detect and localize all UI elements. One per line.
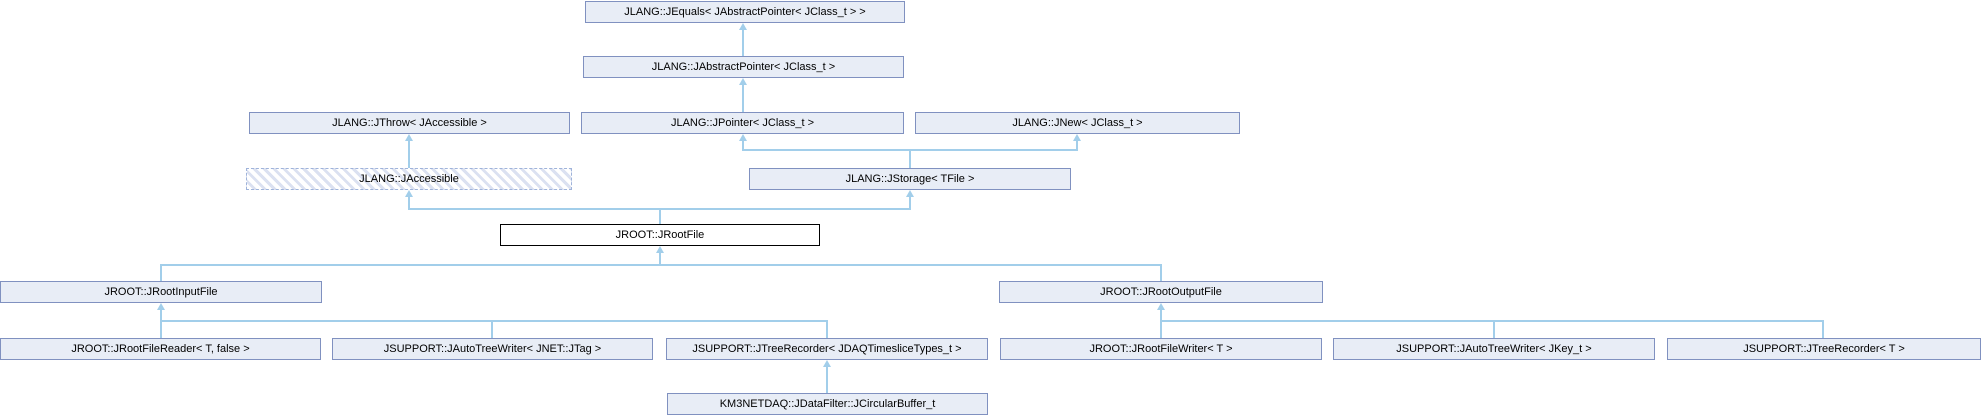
class-node-jstorage[interactable]: JLANG::JStorage< TFile > — [749, 168, 1071, 190]
edge-arrowhead-into-jtreerecorder-jdaq — [823, 360, 831, 367]
edge-arrowhead-into-jaccessible — [405, 190, 413, 197]
edge-arrowhead-into-jrootoutputfile — [1157, 303, 1165, 310]
class-node-jtreerecorder-jdaqtimeslicetypes[interactable]: JSUPPORT::JTreeRecorder< JDAQTimesliceTy… — [666, 338, 988, 360]
edge-arrowhead-into-jnew — [1073, 134, 1081, 141]
edge-jrootoutputfile-drop — [1160, 264, 1162, 281]
edge-jrootfile-to-jaccessible-riser — [408, 195, 410, 208]
edge-jrootfile-to-jstorage-riser — [909, 195, 911, 208]
edge-jautotreewriter-jtag-drop — [491, 320, 493, 338]
class-node-jpointer[interactable]: JLANG::JPointer< JClass_t > — [581, 112, 904, 134]
edge-jrootfilewriter-riser — [1160, 308, 1162, 338]
edge-jaccessible-to-jthrow — [408, 139, 410, 168]
edge-jcircularbuffer-to-jtreerecorder — [826, 365, 828, 393]
edge-arrowhead-into-jthrow — [405, 134, 413, 141]
class-node-jrootinputfile[interactable]: JROOT::JRootInputFile — [0, 281, 322, 303]
class-node-jthrow[interactable]: JLANG::JThrow< JAccessible > — [249, 112, 570, 134]
edge-into-jrootfile-riser — [659, 251, 661, 264]
edge-jrootinputfile-drop — [160, 264, 162, 281]
class-node-jrootfile-current: JROOT::JRootFile — [500, 224, 820, 246]
class-node-jrootoutputfile[interactable]: JROOT::JRootOutputFile — [999, 281, 1323, 303]
edge-inputfile-children-horizontal — [160, 320, 828, 322]
edge-arrowhead-into-jequals — [739, 23, 747, 30]
edge-jabstractpointer-to-jequals — [742, 28, 744, 56]
edge-jrootfilereader-riser — [160, 308, 162, 338]
edge-jtreerecorder-jdaq-drop — [826, 320, 828, 338]
edge-outputfile-children-horizontal — [1160, 320, 1824, 322]
edge-arrowhead-into-jpointer — [739, 134, 747, 141]
edge-jstorage-to-jpointer-riser — [742, 139, 744, 151]
class-node-jautotreewriter-jkey[interactable]: JSUPPORT::JAutoTreeWriter< JKey_t > — [1333, 338, 1655, 360]
class-node-jrootfilereader[interactable]: JROOT::JRootFileReader< T, false > — [0, 338, 321, 360]
class-node-jnew[interactable]: JLANG::JNew< JClass_t > — [915, 112, 1240, 134]
edge-jpointer-to-jabstractpointer — [742, 83, 744, 112]
class-node-jaccessible: JLANG::JAccessible — [246, 168, 572, 190]
edge-arrowhead-into-jrootfile — [656, 246, 664, 253]
edge-jstorage-stem — [909, 149, 911, 168]
edge-arrowhead-into-jstorage — [906, 190, 914, 197]
class-node-jautotreewriter-jnet-jtag[interactable]: JSUPPORT::JAutoTreeWriter< JNET::JTag > — [332, 338, 653, 360]
class-node-jequals[interactable]: JLANG::JEquals< JAbstractPointer< JClass… — [585, 1, 905, 23]
class-node-jtreerecorder-t[interactable]: JSUPPORT::JTreeRecorder< T > — [1667, 338, 1981, 360]
edge-jrootfile-stem — [659, 208, 661, 224]
edge-arrowhead-into-jrootinputfile — [157, 303, 165, 310]
edge-jautotreewriter-jkey-drop — [1493, 320, 1495, 338]
edge-rootfile-children-horizontal — [160, 264, 1162, 266]
class-node-jcircularbuffer[interactable]: KM3NETDAQ::JDataFilter::JCircularBuffer_… — [667, 393, 988, 415]
class-node-jabstractpointer[interactable]: JLANG::JAbstractPointer< JClass_t > — [583, 56, 904, 78]
edge-jtreerecorder-t-drop — [1822, 320, 1824, 338]
class-node-jrootfilewriter[interactable]: JROOT::JRootFileWriter< T > — [1000, 338, 1322, 360]
edge-arrowhead-into-jabstractpointer — [739, 78, 747, 85]
edge-jstorage-to-jnew-riser — [1076, 139, 1078, 151]
